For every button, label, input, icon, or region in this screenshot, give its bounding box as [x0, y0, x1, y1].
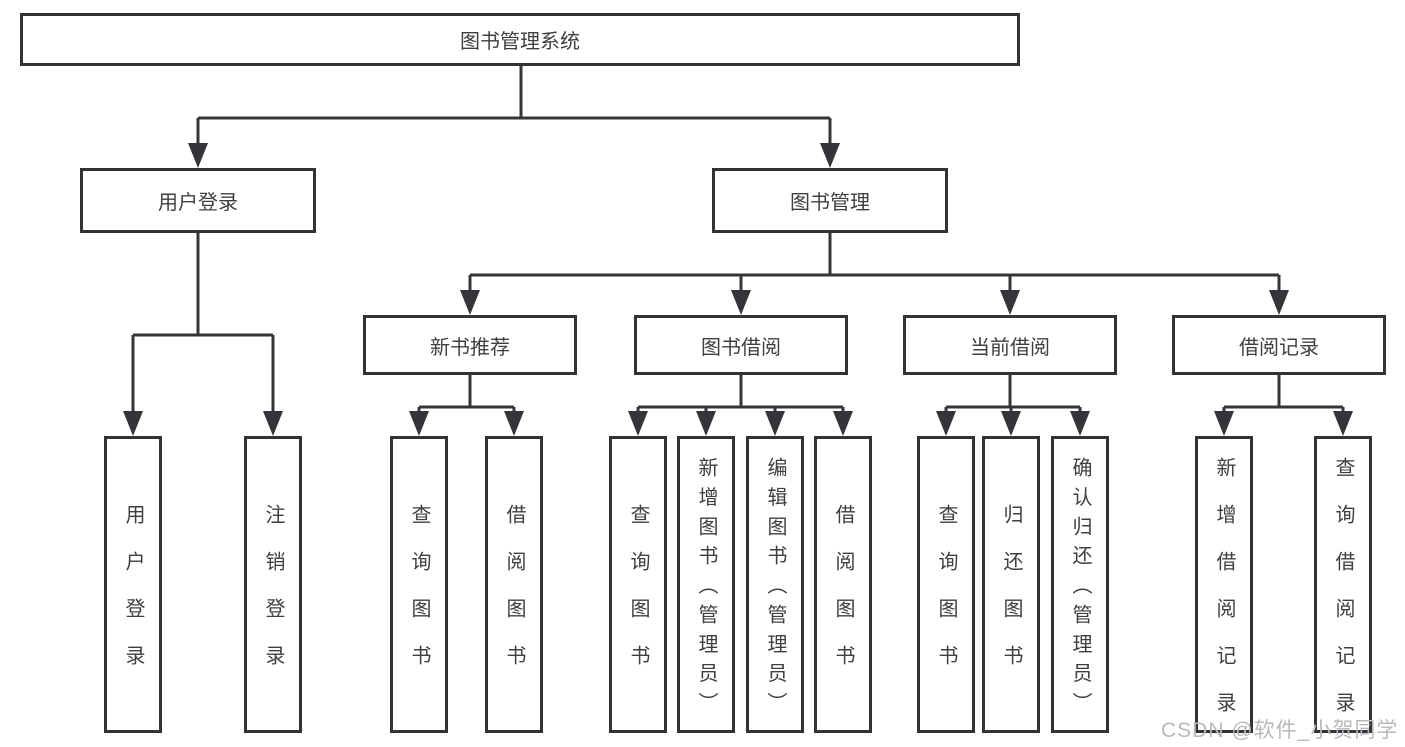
node-label: 图书借阅 [701, 336, 781, 359]
leaf-label: 归还图书 [1000, 504, 1022, 692]
leaf-add-borrow-record: 新增借阅记录 [1195, 436, 1253, 739]
node-label: 新书推荐 [430, 336, 510, 359]
leaf-borrow-books: 借阅图书 [814, 436, 872, 733]
leaf-label: 查询图书 [935, 504, 957, 692]
leaf-label: 新增图书（管理员） [695, 457, 717, 722]
node-book-borrow: 图书借阅 [634, 315, 848, 375]
node-label: 图书管理系统 [460, 31, 580, 53]
leaf-label: 用户登录 [122, 504, 144, 692]
leaf-label: 编辑图书（管理员） [764, 457, 786, 722]
leaf-borrow-query-books: 查询图书 [609, 436, 667, 733]
leaf-label: 查询图书 [408, 504, 430, 692]
leaf-label: 查询图书 [627, 504, 649, 692]
leaf-query-borrow-record: 查询借阅记录 [1314, 436, 1372, 739]
leaf-return-books: 归还图书 [982, 436, 1040, 733]
leaf-recommend-borrow-books: 借阅图书 [485, 436, 543, 733]
leaf-user-login: 用户登录 [104, 436, 162, 733]
node-borrow-records: 借阅记录 [1172, 315, 1386, 375]
leaf-label: 确认归还（管理员） [1069, 457, 1091, 722]
leaf-label: 借阅图书 [503, 504, 525, 692]
leaf-current-query-books: 查询图书 [917, 436, 975, 733]
node-label: 用户登录 [158, 192, 238, 214]
leaf-add-books-admin: 新增图书（管理员） [677, 436, 735, 733]
leaf-label: 借阅图书 [832, 504, 854, 692]
node-label: 借阅记录 [1239, 336, 1319, 359]
leaf-logout-login: 注销登录 [244, 436, 302, 733]
leaf-label: 查询借阅记录 [1332, 457, 1354, 739]
node-label: 图书管理 [790, 192, 870, 214]
node-current-borrow: 当前借阅 [903, 315, 1117, 375]
leaf-label: 注销登录 [262, 504, 284, 692]
node-user-login: 用户登录 [80, 168, 316, 233]
leaf-confirm-return-admin: 确认归还（管理员） [1051, 436, 1109, 733]
csdn-watermark: CSDN @软件_小贺同学 [1161, 719, 1399, 742]
node-book-management: 图书管理 [712, 168, 948, 233]
leaf-recommend-query-books: 查询图书 [390, 436, 448, 733]
arrowheads [123, 143, 1353, 436]
leaf-label: 新增借阅记录 [1213, 457, 1235, 739]
node-library-management-system: 图书管理系统 [20, 13, 1020, 66]
node-new-book-recommend: 新书推荐 [363, 315, 577, 375]
leaf-edit-books-admin: 编辑图书（管理员） [746, 436, 804, 733]
node-label: 当前借阅 [970, 336, 1050, 359]
